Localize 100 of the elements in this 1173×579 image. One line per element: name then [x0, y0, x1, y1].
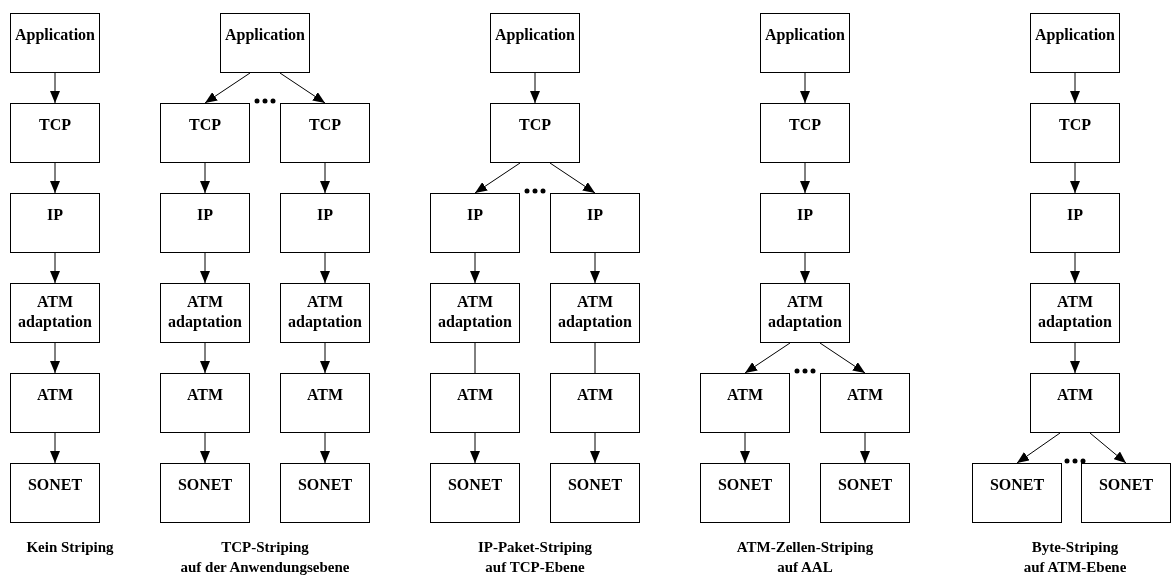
arrow: [1070, 252, 1080, 284]
layer-label: TCP: [1059, 115, 1091, 135]
arrow: [530, 72, 540, 104]
arrow: [744, 342, 791, 374]
layer-label: TCP: [189, 115, 221, 135]
layer-label: ATM: [456, 385, 494, 405]
layer-box: [1030, 13, 1120, 73]
layer-label: ATM adaptation: [437, 292, 513, 332]
layer-box: [820, 373, 910, 433]
layer-label: IP: [587, 205, 603, 225]
layer-box: [10, 463, 100, 523]
layer-label: Application: [495, 25, 575, 45]
arrow: [204, 72, 251, 104]
layer-box: [1081, 463, 1171, 523]
layer-label: ATM: [186, 385, 224, 405]
layer-box: [490, 13, 580, 73]
layer-box: [820, 463, 910, 523]
arrow: [200, 252, 210, 284]
layer-label: Application: [15, 25, 95, 45]
layer-box: [220, 13, 310, 73]
arrow: [740, 432, 750, 464]
layer-box: [1030, 193, 1120, 253]
layer-box: [10, 283, 100, 343]
layer-label: IP: [1067, 205, 1083, 225]
arrow: [1070, 162, 1080, 194]
layer-box: [430, 283, 520, 343]
layer-label: ATM adaptation: [167, 292, 243, 332]
layer-label: ATM: [36, 385, 74, 405]
arrow: [819, 342, 866, 374]
arrow: [1089, 432, 1127, 464]
layer-label: TCP: [519, 115, 551, 135]
layer-box: [550, 193, 640, 253]
caption: Byte-Striping: [1031, 538, 1119, 556]
layer-box: [760, 193, 850, 253]
arrow: [470, 252, 480, 284]
arrow: [800, 72, 810, 104]
layer-box: [550, 283, 640, 343]
layer-label: SONET: [177, 475, 233, 495]
layer-box: [160, 193, 250, 253]
layer-box: [10, 193, 100, 253]
arrow: [800, 162, 810, 194]
arrow: [474, 162, 521, 194]
arrow: [200, 162, 210, 194]
arrow: [1070, 342, 1080, 374]
arrow: [50, 72, 60, 104]
layer-label: SONET: [27, 475, 83, 495]
layer-box: [10, 13, 100, 73]
layer-box: [160, 463, 250, 523]
layer-label: IP: [467, 205, 483, 225]
layer-box: [1030, 373, 1120, 433]
layer-box: [760, 283, 850, 343]
layer-box: [700, 463, 790, 523]
layer-label: ATM adaptation: [17, 292, 93, 332]
layer-box: [550, 373, 640, 433]
arrow: [320, 432, 330, 464]
layer-label: ATM adaptation: [287, 292, 363, 332]
layer-label: SONET: [837, 475, 893, 495]
layer-label: SONET: [1098, 475, 1154, 495]
layer-box: [10, 103, 100, 163]
caption: IP-Paket-Striping: [477, 538, 593, 556]
layer-label: SONET: [717, 475, 773, 495]
layer-label: IP: [797, 205, 813, 225]
layer-label: ATM adaptation: [1037, 292, 1113, 332]
layer-box: [160, 103, 250, 163]
layer-label: IP: [47, 205, 63, 225]
layer-label: ATM adaptation: [557, 292, 633, 332]
layer-box: [1030, 103, 1120, 163]
arrow: [200, 342, 210, 374]
layer-box: [10, 373, 100, 433]
caption: TCP-Striping: [221, 538, 309, 556]
arrow: [279, 72, 326, 104]
arrow: [320, 252, 330, 284]
caption: ATM-Zellen-Striping: [736, 538, 874, 556]
arrow: [800, 252, 810, 284]
layer-label: IP: [317, 205, 333, 225]
layer-box: [280, 463, 370, 523]
layer-label: ATM: [1056, 385, 1094, 405]
layer-box: [760, 103, 850, 163]
layer-label: Application: [1035, 25, 1115, 45]
layer-box: [490, 103, 580, 163]
layer-label: ATM: [306, 385, 344, 405]
arrow: [1016, 432, 1061, 464]
layer-box: [430, 373, 520, 433]
layer-label: Application: [225, 25, 305, 45]
layer-label: SONET: [989, 475, 1045, 495]
layer-box: [160, 373, 250, 433]
arrow: [590, 432, 600, 464]
layer-label: SONET: [567, 475, 623, 495]
layer-label: ATM: [846, 385, 884, 405]
caption: Kein Striping: [26, 538, 114, 556]
arrow: [470, 432, 480, 464]
layer-label: TCP: [39, 115, 71, 135]
layer-box: [280, 193, 370, 253]
layer-label: ATM: [726, 385, 764, 405]
layer-label: TCP: [309, 115, 341, 135]
layer-label: ATM: [576, 385, 614, 405]
layer-box: [280, 283, 370, 343]
caption: auf ATM-Ebene: [1023, 558, 1127, 576]
layer-box: [700, 373, 790, 433]
layer-label: SONET: [447, 475, 503, 495]
